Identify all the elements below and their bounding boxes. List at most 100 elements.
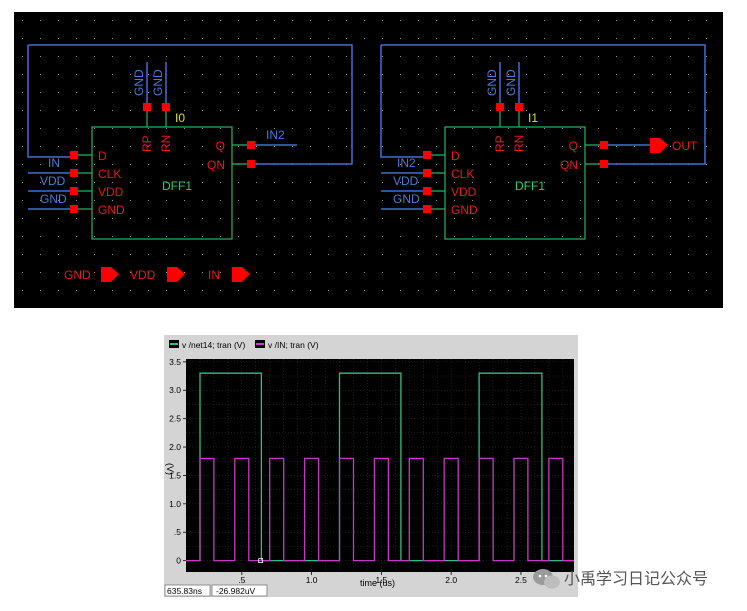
plot-series <box>186 372 574 564</box>
plot-area[interactable] <box>186 359 574 572</box>
y-tick-label: 2.5 <box>169 414 181 424</box>
series-line-in[interactable] <box>186 457 574 562</box>
pin-label-rp-i1: RP <box>493 135 507 152</box>
watermark-svg: 小禹学习日记公众号 <box>533 569 708 589</box>
pin-qn-i0[interactable] <box>247 160 255 168</box>
port-pin-vdd[interactable] <box>167 267 185 282</box>
dff-body-i1[interactable] <box>444 126 586 240</box>
net-label-in2-i0: IN2 <box>266 128 285 142</box>
y-tick-label: 2.0 <box>169 442 181 452</box>
y-tick-label: 1.0 <box>169 499 181 509</box>
pin-label-rn-i1: RN <box>512 135 526 152</box>
cursor-y-readout: -26.982uV <box>216 586 256 596</box>
pin-label-d-i1: D <box>451 149 460 163</box>
net-label-in2-i1: IN2 <box>397 156 416 170</box>
x-tick-label: 1.0 <box>306 575 318 585</box>
watermark: 小禹学习日记公众号 <box>530 564 730 594</box>
pin-d-i0[interactable] <box>70 151 78 159</box>
x-tick-label: 2.0 <box>445 575 457 585</box>
schematic-grid <box>14 12 723 308</box>
pin-clk-i0[interactable] <box>70 169 78 177</box>
pin-label-rp-i0: RP <box>140 135 154 152</box>
pin-d-i1[interactable] <box>423 151 431 159</box>
net-label-gnd-i0: GND <box>40 192 67 206</box>
x-tick-label: .5 <box>238 575 245 585</box>
y-tick-label: 3.5 <box>169 357 181 367</box>
pin-label-gnd-i0: GND <box>98 203 125 217</box>
pin-q-i0[interactable] <box>247 141 255 149</box>
schematic-canvas[interactable]: D CLK VDD GND RP RN Q QN I0 DFF1 IN VDD … <box>14 12 723 308</box>
feedback-wire-i0 <box>28 44 353 165</box>
pin-vdd-i0[interactable] <box>70 187 78 195</box>
cell-name-i0: DFF1 <box>162 179 192 193</box>
pin-label-clk-i1: CLK <box>451 167 474 181</box>
port-label-vdd: VDD <box>130 268 156 282</box>
y-tick-label: .5 <box>174 527 181 537</box>
waveform-svg: v /net14; tran (V) v /IN; tran (V) 0.51.… <box>164 340 574 597</box>
feedback-wire-i1 <box>381 44 706 165</box>
pin-rp-i1[interactable] <box>496 103 504 111</box>
pin-rp-i0[interactable] <box>143 103 151 111</box>
pin-label-gnd-i1: GND <box>451 203 478 217</box>
pin-label-q-i0: Q <box>216 139 225 153</box>
pin-vdd-i1[interactable] <box>423 187 431 195</box>
d-input-wire-i0 <box>27 45 74 158</box>
cursor-x-readout: 635.83ns <box>167 586 202 596</box>
port-label-in: IN <box>208 268 220 282</box>
net-label-rp-gnd-i0: GND <box>132 69 146 96</box>
y-tick-label: 1.5 <box>169 470 181 480</box>
legend-label-net14[interactable]: v /net14; tran (V) <box>182 340 245 350</box>
y-tick-label: 3.0 <box>169 385 181 395</box>
pin-label-vdd-i1: VDD <box>451 185 477 199</box>
net-label-rp-gnd-i1: GND <box>485 69 499 96</box>
net-label-in-i0: IN <box>48 156 60 170</box>
series-line-net14[interactable] <box>186 372 574 562</box>
net-label-rn-gnd-i0: GND <box>151 69 165 96</box>
pin-label-rn-i0: RN <box>159 135 173 152</box>
output-pin-out-label: OUT <box>672 139 698 153</box>
instance-name-i0: I0 <box>175 111 185 125</box>
net-label-vdd-i1: VDD <box>393 174 419 188</box>
x-axis: .5 1.0 1.5 2.0 2.5 <box>238 572 527 585</box>
cell-name-i1: DFF1 <box>515 179 545 193</box>
pin-label-d-i0: D <box>98 149 107 163</box>
pin-qn-i1[interactable] <box>600 160 608 168</box>
pin-label-vdd-i0: VDD <box>98 185 124 199</box>
instance-i0[interactable]: D CLK VDD GND RP RN Q QN I0 DFF1 IN VDD … <box>27 44 353 240</box>
pin-label-qn-i1: QN <box>560 158 578 172</box>
cursor-marker[interactable] <box>258 558 264 564</box>
instance-name-i1: I1 <box>528 111 538 125</box>
cursor-x-box <box>164 584 211 597</box>
wechat-icon <box>533 569 560 589</box>
pin-gnd-i1[interactable] <box>423 205 431 213</box>
pin-label-qn-i0: QN <box>207 158 225 172</box>
pin-gnd-i0[interactable] <box>70 205 78 213</box>
pin-rn-i1[interactable] <box>515 103 523 111</box>
pin-label-clk-i0: CLK <box>98 167 121 181</box>
instance-i1[interactable]: D CLK VDD GND RP RN Q QN I1 DFF1 IN2 VDD… <box>380 44 706 240</box>
x-tick-label: 1.5 <box>375 575 387 585</box>
port-pin-in[interactable] <box>232 267 250 282</box>
legend: v /net14; tran (V) v /IN; tran (V) <box>169 340 319 350</box>
watermark-text: 小禹学习日记公众号 <box>564 570 708 588</box>
input-ports: GND VDD IN <box>64 267 250 282</box>
output-pin-out[interactable] <box>650 138 668 153</box>
net-label-gnd-i1: GND <box>393 192 420 206</box>
dff-body-i0[interactable] <box>91 126 233 240</box>
pin-clk-i1[interactable] <box>423 169 431 177</box>
x-axis-label: time (us) <box>360 578 395 588</box>
y-axis: 0.51.01.52.02.53.03.5 <box>169 357 186 566</box>
pin-q-i1[interactable] <box>600 141 608 149</box>
net-label-rn-gnd-i1: GND <box>504 69 518 96</box>
port-label-gnd: GND <box>64 268 91 282</box>
port-pin-gnd[interactable] <box>101 267 119 282</box>
cursor-y-box <box>211 584 268 597</box>
legend-label-in[interactable]: v /IN; tran (V) <box>268 340 319 350</box>
net-label-vdd-i0: VDD <box>40 174 66 188</box>
pin-label-q-i1: Q <box>569 139 578 153</box>
x-tick-label: 2.5 <box>515 575 527 585</box>
y-axis-label: (V) <box>165 463 175 475</box>
schematic-svg: D CLK VDD GND RP RN Q QN I0 DFF1 IN VDD … <box>14 12 723 308</box>
pin-rn-i0[interactable] <box>162 103 170 111</box>
